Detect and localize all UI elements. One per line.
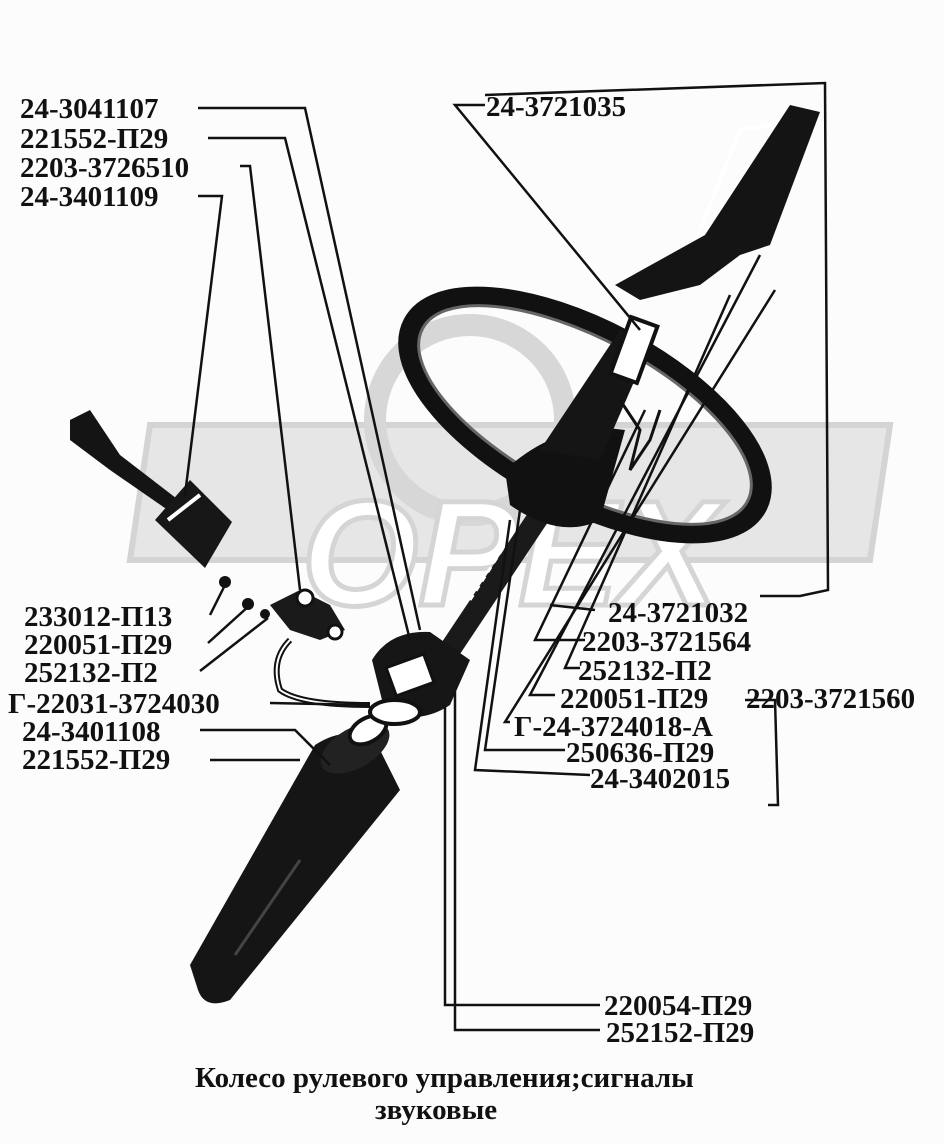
caption-line-2: звуковые xyxy=(375,1094,498,1126)
part-label-left-7: 252132-П2 xyxy=(24,657,158,689)
part-label-left-5: 233012-П13 xyxy=(24,601,173,633)
caption-line-1: Колесо рулевого управления;сигналы xyxy=(195,1062,694,1094)
leader-lines-left xyxy=(183,106,422,766)
leader-lines-right xyxy=(443,81,830,1032)
part-label-left-1: 24-3041107 xyxy=(20,93,159,125)
switch-housing xyxy=(368,631,470,726)
part-label-right-2: 24-3721032 xyxy=(608,597,749,629)
steering-wheel xyxy=(398,286,772,544)
part-label-right-4: 252132-П2 xyxy=(578,655,712,687)
part-label-left-4: 24-3401109 xyxy=(20,181,159,213)
horn-pad xyxy=(615,105,820,300)
part-label-right-3: 2203-3721564 xyxy=(582,626,752,658)
part-label-right-8: 250636-П29 xyxy=(566,737,715,769)
part-label-right-6: 2203-3721560 xyxy=(746,683,916,715)
column-shroud xyxy=(190,713,400,1004)
turn-signal-stalk xyxy=(70,410,232,568)
part-label-right-10: 220054-П29 xyxy=(604,990,753,1022)
part-label-left-2: 221552-П29 xyxy=(20,123,169,155)
part-label-right-1: 24-3721035 xyxy=(486,91,627,123)
part-label-left-9: 24-3401108 xyxy=(22,716,161,748)
part-label-left-6: 220051-П29 xyxy=(24,629,173,661)
part-label-left-3: 2203-3726510 xyxy=(20,152,190,184)
part-label-right-11: 252152-П29 xyxy=(606,1017,755,1049)
part-label-right-7: Г-24-3724018-А xyxy=(514,711,713,743)
part-label-right-9: 24-3402015 xyxy=(590,763,731,795)
part-label-left-10: 221552-П29 xyxy=(22,744,171,776)
fasteners xyxy=(219,576,270,619)
part-label-right-5: 220051-П29 xyxy=(560,683,709,715)
part-label-left-8: Г-22031-3724030 xyxy=(8,688,220,720)
